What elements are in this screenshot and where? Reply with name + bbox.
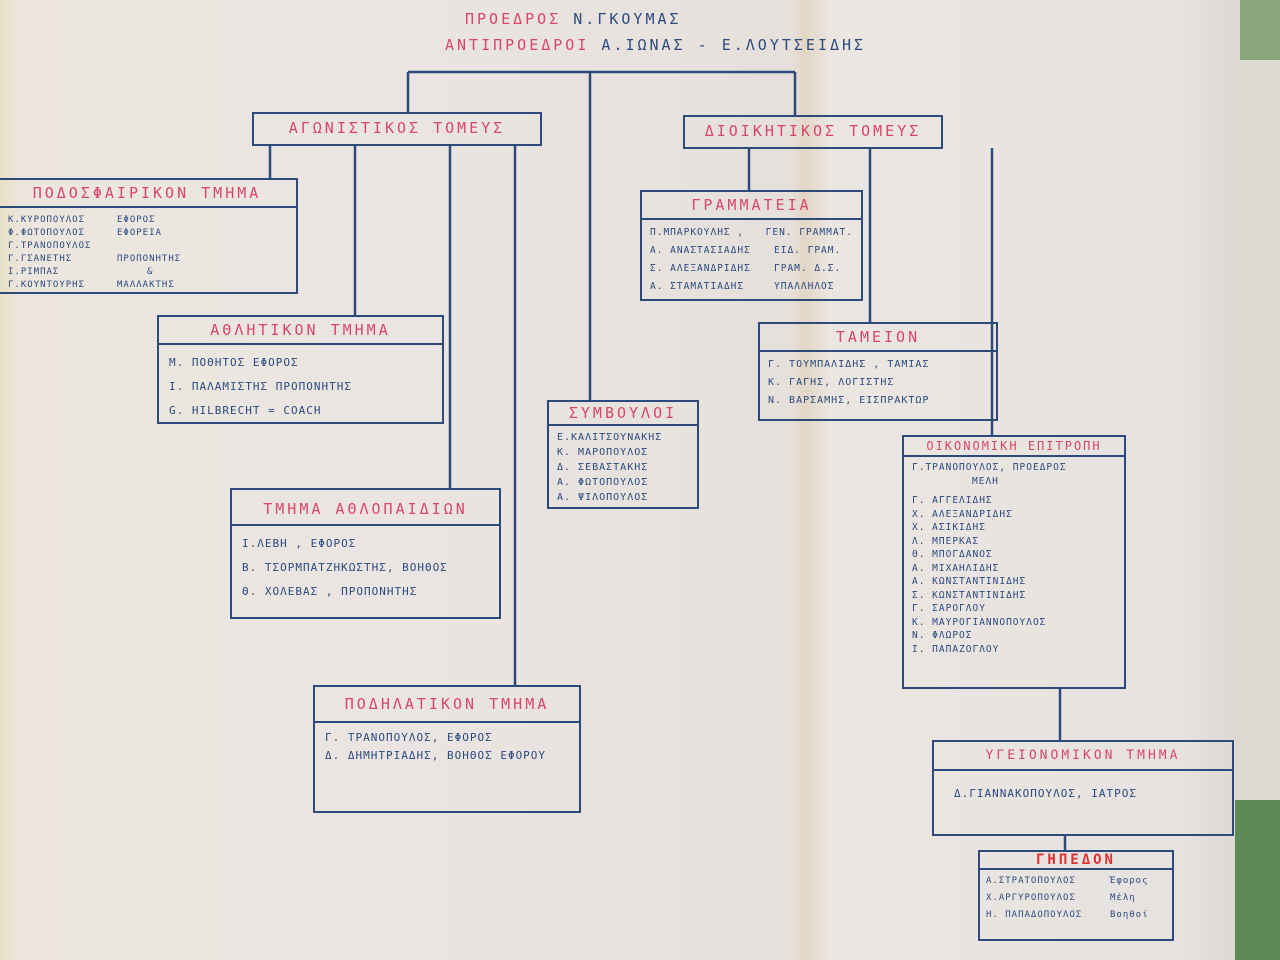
name: Γ.ΤΡΑΝΟΠΟΥΛΟΣ	[8, 241, 92, 251]
name: Κ.ΚΥΡΟΠΟΥΛΟΣ	[8, 215, 86, 225]
name: Π.ΜΠΑΡΚΟΥΛΗΣ ,	[650, 227, 745, 238]
role: Μέλη	[1110, 893, 1136, 903]
vp-names: Α.ΙΩΝΑΣ - Ε.ΛΟΥΤΣΕΙΔΗΣ	[601, 36, 867, 54]
podilatiko-box: ΠΟΔΗΛΑΤΙΚΟΝ ΤΜΗΜΑ Γ. ΤΡΑΝΟΠΟΥΛΟΣ, ΕΦΟΡΟΣ…	[313, 685, 581, 813]
athlopaidia-box: ΤΜΗΜΑ ΑΘΛΟΠΑΙΔΙΩΝ Ι.ΛΕΒΗ , ΕΦΟΡΟΣ Β. ΤΣΟ…	[230, 488, 501, 619]
member: Α. ΜΙΧΑΗΛΙΔΗΣ	[912, 562, 1000, 574]
member: Κ. ΓΑΓΗΣ, ΛΟΓΙΣΤΗΣ	[768, 377, 895, 388]
box-title: ΑΘΛΗΤΙΚΟΝ ΤΜΗΜΑ	[159, 317, 442, 345]
member: Θ. ΜΠΟΓΔΑΝΟΣ	[912, 549, 993, 560]
name: Χ.ΑΡΓΥΡΟΠΟΥΛΟΣ	[986, 893, 1076, 903]
chair: Γ.ΤΡΑΝΟΠΟΥΛΟΣ, ΠΡΟΕΔΡΟΣ	[912, 462, 1067, 473]
member: Γ. ΤΟΥΜΠΑΛΙΔΗΣ , ΤΑΜΙΑΣ	[768, 359, 930, 370]
member: Α. ΦΩΤΟΠΟΥΛΟΣ	[557, 477, 649, 488]
name: Φ.ΦΩΤΟΠΟΥΛΟΣ	[8, 228, 86, 238]
member: G. HILBRECHT = COACH	[169, 404, 322, 417]
role: ΜΑΛΛΑΚΤΗΣ	[117, 280, 175, 290]
box-title: ΓΡΑΜΜΑΤΕΙΑ	[642, 192, 861, 220]
name: Η. ΠΑΠΑΔΟΠΟΥΛΟΣ	[986, 910, 1083, 920]
box-title: ΓΗΠΕΔΟΝ	[980, 852, 1172, 870]
member: Ν. ΦΛΩΡΟΣ	[912, 630, 973, 641]
role: ΠΡΟΠΟΝΗΤΗΣ	[117, 254, 182, 264]
vice-president-line: ΑΝΤΙΠΡΟΕΔΡΟΙ Α.ΙΩΝΑΣ - Ε.ΛΟΥΤΣΕΙΔΗΣ	[445, 36, 866, 54]
symvouloi-box: ΣΥΜΒΟΥΛΟΙ Ε.ΚΑΛΙΤΣΟΥΝΑΚΗΣ Κ. ΜΑΡΟΠΟΥΛΟΣ …	[547, 400, 699, 509]
connector-dioikitikos	[747, 148, 994, 435]
member: Ι. ΠΑΛΑΜΙΣΤΗΣ ΠΡΟΠΟΝΗΤΗΣ	[169, 380, 352, 393]
member: Δ.ΓΙΑΝΝΑΚΟΠΟΥΛΟΣ, ΙΑΤΡΟΣ	[954, 787, 1137, 800]
member: Κ. ΜΑΡΟΠΟΥΛΟΣ	[557, 447, 649, 458]
member: Α. ΨΙΛΟΠΟΥΛΟΣ	[557, 492, 649, 503]
role: ΥΠΑΛΛΗΛΟΣ	[774, 281, 835, 292]
name: Σ. ΑΛΕΞΑΝΔΡΙΔΗΣ	[650, 263, 751, 274]
name: Α.ΣΤΡΑΤΟΠΟΥΛΟΣ	[986, 876, 1076, 886]
box-title: ΠΟΔΟΣΦΑΙΡΙΚΟΝ ΤΜΗΜΑ	[0, 180, 296, 208]
name: Γ.ΚΟΥΝΤΟΥΡΗΣ	[8, 280, 86, 290]
role: ΓΡΑΜ. Δ.Σ.	[774, 263, 842, 274]
agonistikos-sector: ΑΓΩΝΙΣΤΙΚΟΣ ΤΟΜΕΥΣ	[252, 112, 542, 146]
role: ΓΕΝ. ΓΡΑΜΜΑΤ.	[765, 227, 853, 238]
box-title: ΤΜΗΜΑ ΑΘΛΟΠΑΙΔΙΩΝ	[232, 490, 499, 526]
member: Σ. ΚΩΝΣΤΑΝΤΙΝΙΔΗΣ	[912, 589, 1027, 601]
role: ΕΦΟΡΕΙΑ	[117, 228, 162, 238]
box-title: ΠΟΔΗΛΑΤΙΚΟΝ ΤΜΗΜΑ	[315, 687, 579, 723]
member: Χ. ΑΣΙΚΙΔΗΣ	[912, 522, 986, 533]
ygeionomiko-box: ΥΓΕΙΟΝΟΜΙΚΟΝ ΤΜΗΜΑ Δ.ΓΙΑΝΝΑΚΟΠΟΥΛΟΣ, ΙΑΤ…	[932, 740, 1234, 836]
member: Γ. ΣΑΡΟΓΛΟΥ	[912, 603, 986, 614]
member: Ι. ΠΑΠΑΖΟΓΛΟΥ	[912, 643, 1000, 655]
member: Γ. ΑΓΓΕΛΙΔΗΣ	[912, 495, 993, 506]
box-title: ΤΑΜΕΙΟΝ	[760, 324, 996, 352]
role: &	[147, 267, 154, 277]
oikonomiki-box: ΟΙΚΟΝΟΜΙΚΗ ΕΠΙΤΡΟΠΗ Γ.ΤΡΑΝΟΠΟΥΛΟΣ, ΠΡΟΕΔ…	[902, 435, 1126, 689]
box-title: ΟΙΚΟΝΟΜΙΚΗ ΕΠΙΤΡΟΠΗ	[904, 437, 1124, 457]
members-label: ΜΕΛΗ	[972, 475, 999, 487]
vp-label: ΑΝΤΙΠΡΟΕΔΡΟΙ	[445, 36, 590, 54]
tameio-box: ΤΑΜΕΙΟΝ Γ. ΤΟΥΜΠΑΛΙΔΗΣ , ΤΑΜΙΑΣ Κ. ΓΑΓΗΣ…	[758, 322, 998, 421]
dioikitikos-sector: ΔΙΟΙΚΗΤΙΚΟΣ ΤΟΜΕΥΣ	[683, 115, 943, 149]
president-label: ΠΡΟΕΔΡΟΣ	[465, 10, 562, 28]
connector-top	[406, 70, 797, 400]
member: Α. ΚΩΝΣΤΑΝΤΙΝΙΔΗΣ	[912, 576, 1027, 587]
athlitiko-box: ΑΘΛΗΤΙΚΟΝ ΤΜΗΜΑ Μ. ΠΟΘΗΤΟΣ ΕΦΟΡΟΣ Ι. ΠΑΛ…	[157, 315, 444, 424]
member: Β. ΤΣΟΡΜΠΑΤΖΗΚΩΣΤΗΣ, ΒΟΗΘΟΣ	[242, 561, 448, 574]
member: Ε.ΚΑΛΙΤΣΟΥΝΑΚΗΣ	[557, 432, 663, 443]
member: Δ. ΔΗΜΗΤΡΙΑΔΗΣ, ΒΟΗΘΟΣ ΕΦΟΡΟΥ	[325, 749, 547, 762]
connector-agonistikos	[268, 145, 517, 685]
box-title: ΣΥΜΒΟΥΛΟΙ	[549, 402, 697, 426]
gipedo-box: ΓΗΠΕΔΟΝ Α.ΣΤΡΑΤΟΠΟΥΛΟΣ Έφορος Χ.ΑΡΓΥΡΟΠΟΥ…	[978, 850, 1174, 941]
background-bottom-right	[1235, 800, 1280, 960]
role: ΕΦΟΡΟΣ	[117, 215, 156, 225]
connector-oikonomiki	[1058, 688, 1067, 850]
podosfairiko-box: ΠΟΔΟΣΦΑΙΡΙΚΟΝ ΤΜΗΜΑ Κ.ΚΥΡΟΠΟΥΛΟΣ ΕΦΟΡΟΣ Φ…	[0, 178, 298, 294]
member: Δ. ΣΕΒΑΣΤΑΚΗΣ	[557, 462, 649, 473]
grammateia-box: ΓΡΑΜΜΑΤΕΙΑ Π.ΜΠΑΡΚΟΥΛΗΣ , ΓΕΝ. ΓΡΑΜΜΑΤ. Α…	[640, 190, 863, 301]
member: Θ. ΧΟΛΕΒΑΣ , ΠΡΟΠΟΝΗΤΗΣ	[242, 585, 418, 598]
name: Α. ΣΤΑΜΑΤΙΑΔΗΣ	[650, 281, 745, 292]
member: Κ. ΜΑΥΡΟΓΙΑΝΝΟΠΟΥΛΟΣ	[912, 616, 1047, 628]
name: Α. ΑΝΑΣΤΑΣΙΑΔΗΣ	[650, 245, 751, 256]
role: Έφορος	[1110, 876, 1149, 886]
role: ΕΙΔ. ΓΡΑΜ.	[774, 245, 842, 256]
member: Χ. ΑΛΕΞΑΝΔΡΙΔΗΣ	[912, 508, 1013, 520]
role: Βοηθοί	[1110, 910, 1149, 920]
member: Γ. ΤΡΑΝΟΠΟΥΛΟΣ, ΕΦΟΡΟΣ	[325, 731, 493, 744]
member: Λ. ΜΠΕΡΚΑΣ	[912, 535, 980, 547]
member: Ι.ΛΕΒΗ , ΕΦΟΡΟΣ	[242, 537, 357, 550]
president-line: ΠΡΟΕΔΡΟΣ Ν.ΓΚΟΥΜΑΣ	[465, 10, 682, 28]
name: Ι.ΡΙΜΠΑΣ	[8, 267, 60, 277]
name: Γ.ΓΣΑΝΕΤΗΣ	[8, 254, 73, 264]
background-top-right	[1240, 0, 1280, 60]
member: Ν. ΒΑΡΣΑΜΗΣ, ΕΙΣΠΡΑΚΤΩΡ	[768, 395, 930, 406]
president-name: Ν.ΓΚΟΥΜΑΣ	[573, 10, 682, 28]
box-title: ΥΓΕΙΟΝΟΜΙΚΟΝ ΤΜΗΜΑ	[934, 742, 1232, 771]
member: Μ. ΠΟΘΗΤΟΣ ΕΦΟΡΟΣ	[169, 356, 299, 369]
